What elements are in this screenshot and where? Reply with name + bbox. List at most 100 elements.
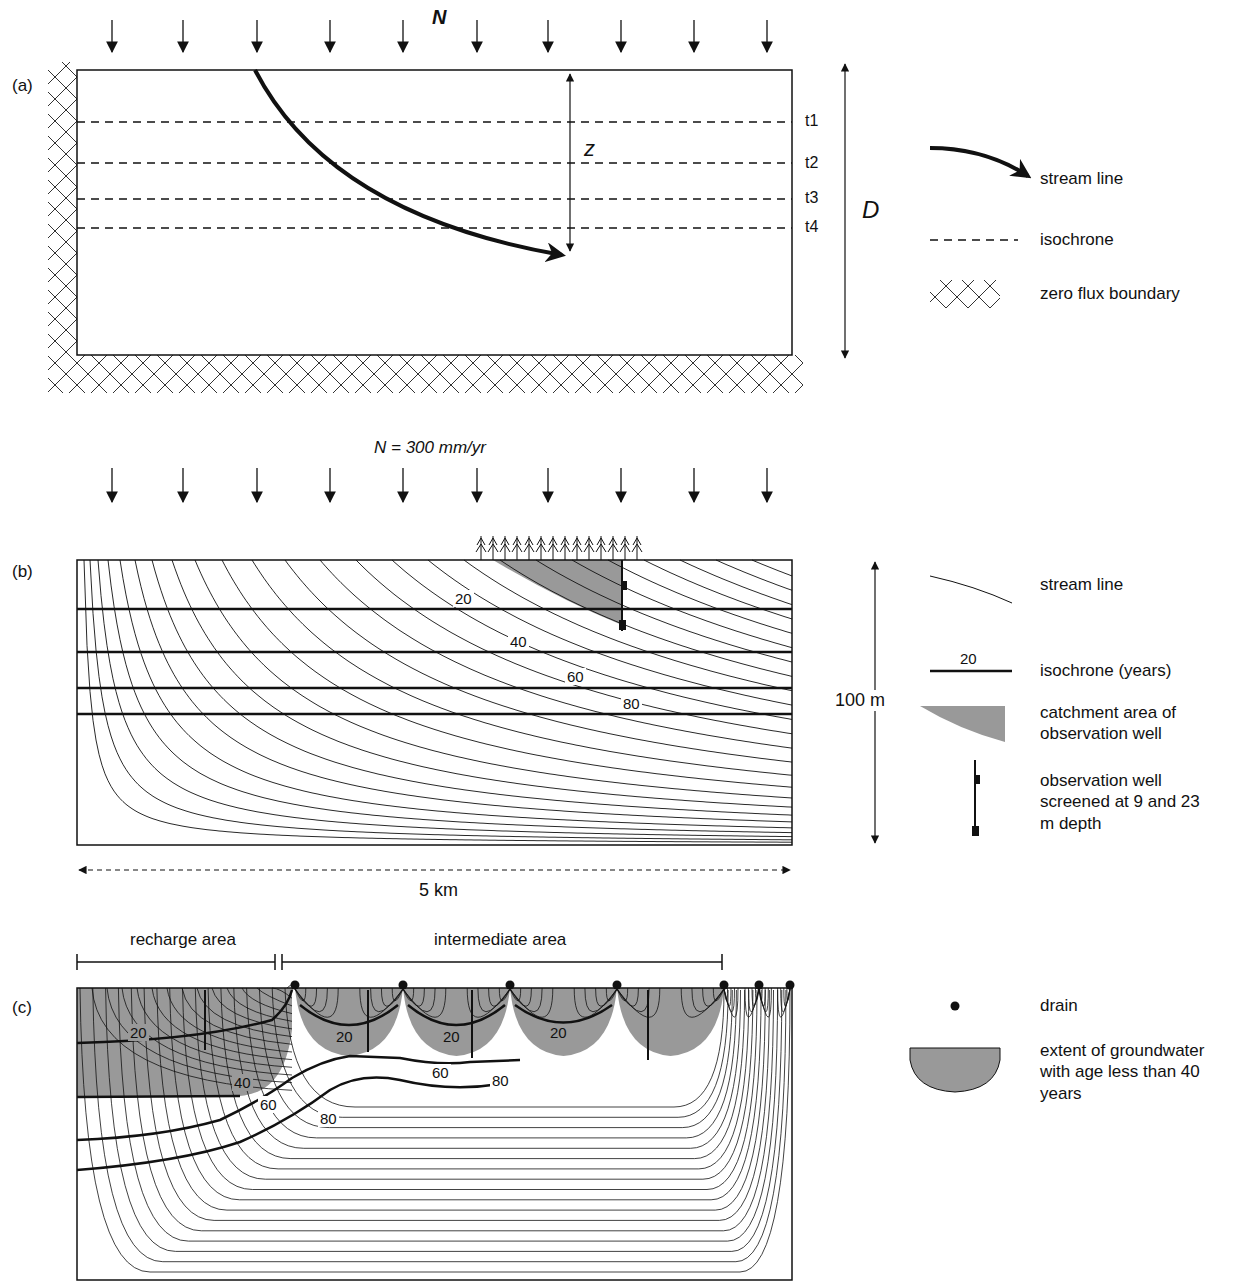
stream-line: [295, 988, 338, 1017]
figure-label: 40: [508, 633, 529, 650]
stream-line: [464, 560, 792, 691]
recharge-arrow: [182, 468, 183, 502]
legend-text: observation well screened at 9 and 23 m …: [1040, 770, 1200, 834]
stream-line: [172, 560, 792, 807]
stream-line: [787, 988, 790, 1001]
stream-line: [510, 988, 521, 1001]
stream-line: [403, 988, 446, 1017]
stream-line: [295, 988, 327, 1012]
zero-flux-hatch: [48, 355, 803, 393]
aquifer-box: [77, 988, 792, 1280]
tree-symbol: [608, 536, 618, 560]
stream-line: [749, 988, 760, 1012]
stream-line: [428, 560, 792, 705]
legend-text: extent of groundwater with age less than…: [1040, 1040, 1235, 1104]
stream-line: [724, 988, 735, 1012]
figure-label: 80: [318, 1110, 339, 1127]
observation-wells: [205, 990, 648, 1060]
tree-symbol: [632, 536, 642, 560]
tree-symbol: [512, 536, 522, 560]
recharge-arrow: [329, 468, 330, 502]
stream-line: [572, 560, 792, 648]
stream-line: [108, 560, 792, 833]
stream-line: [681, 988, 724, 1017]
stream-line: [98, 560, 792, 837]
recharge-arrow: [256, 20, 257, 52]
recharge-arrow: [402, 20, 403, 52]
stream-line: [272, 988, 728, 1117]
drain-dot: [786, 981, 795, 990]
figure-label: 20: [441, 1028, 462, 1045]
recharge-arrow: [766, 468, 767, 502]
figure-label: 20: [453, 590, 474, 607]
recharge-arrow: [182, 20, 183, 52]
stream-line: [295, 988, 306, 1001]
stream-line: [536, 560, 792, 662]
stream-line: [360, 988, 403, 1017]
stream-line: [157, 988, 765, 1210]
thickness-arrow: [844, 64, 845, 358]
recharge-arrow: [547, 20, 548, 52]
stream-line: [756, 988, 760, 1001]
observation-well: [619, 560, 627, 631]
stream-line: [745, 988, 759, 1017]
recharge-arrow: [111, 468, 112, 502]
tree-symbol: [572, 536, 582, 560]
figure-label: t2: [803, 154, 820, 172]
stream-line: [781, 988, 790, 1012]
tree-symbol: [620, 536, 630, 560]
stream-line: [170, 988, 761, 1200]
stream-lines: [84, 560, 792, 842]
recharge-arrow: [476, 20, 477, 52]
drain-dot: [720, 981, 729, 990]
stream-line: [403, 988, 414, 1001]
stream-line: [617, 988, 649, 1012]
young-groundwater-bowl: [295, 988, 403, 1056]
zero-flux-hatch: [48, 62, 77, 362]
figure-label: recharge area: [128, 930, 238, 950]
figure-label: (b): [10, 562, 35, 582]
legend-text: drain: [1040, 995, 1230, 1016]
stream-line: [208, 988, 749, 1169]
stream-line: [252, 560, 792, 775]
stream-line: [131, 988, 773, 1231]
stream-line: [80, 988, 790, 1272]
stream-line: [759, 988, 768, 1012]
stream-line: [403, 988, 435, 1012]
drains: [291, 981, 795, 990]
stream-line: [617, 988, 660, 1017]
area-brackets: [77, 954, 722, 970]
legend-text: stream line: [1040, 574, 1230, 595]
drain-dot: [506, 981, 515, 990]
stream-line: [500, 560, 792, 676]
stream-line: [152, 988, 292, 1060]
stream-line: [478, 988, 510, 1012]
aquifer-box: [77, 70, 792, 355]
stream-line: [724, 988, 728, 1001]
stream-line: [617, 988, 638, 1006]
recharge-arrow: [476, 468, 477, 502]
young-groundwater-bowl: [403, 988, 510, 1056]
legend-samples: [910, 148, 1028, 1092]
stream-line: [320, 560, 792, 748]
figure-label: 20: [334, 1028, 355, 1045]
stream-line: [759, 988, 771, 1017]
drain-dot: [755, 981, 764, 990]
stream-line: [392, 988, 403, 1001]
figure-label: 100 m: [833, 690, 887, 711]
young-groundwater-bowl: [617, 988, 724, 1056]
stream-line: [759, 988, 762, 1001]
stream-line: [703, 988, 724, 1006]
tree-symbol: [488, 536, 498, 560]
stream-line: [403, 988, 424, 1006]
figure-label: (c): [10, 998, 34, 1018]
recharge-arrow: [547, 468, 548, 502]
stream-line: [724, 988, 731, 1006]
recharge-arrow: [693, 468, 694, 502]
legend-text: isochrone (years): [1040, 660, 1240, 681]
figure-label: z: [582, 136, 597, 161]
figure-label: 20: [128, 1024, 149, 1041]
stream-line: [510, 988, 542, 1012]
figure-label: 40: [232, 1074, 253, 1091]
